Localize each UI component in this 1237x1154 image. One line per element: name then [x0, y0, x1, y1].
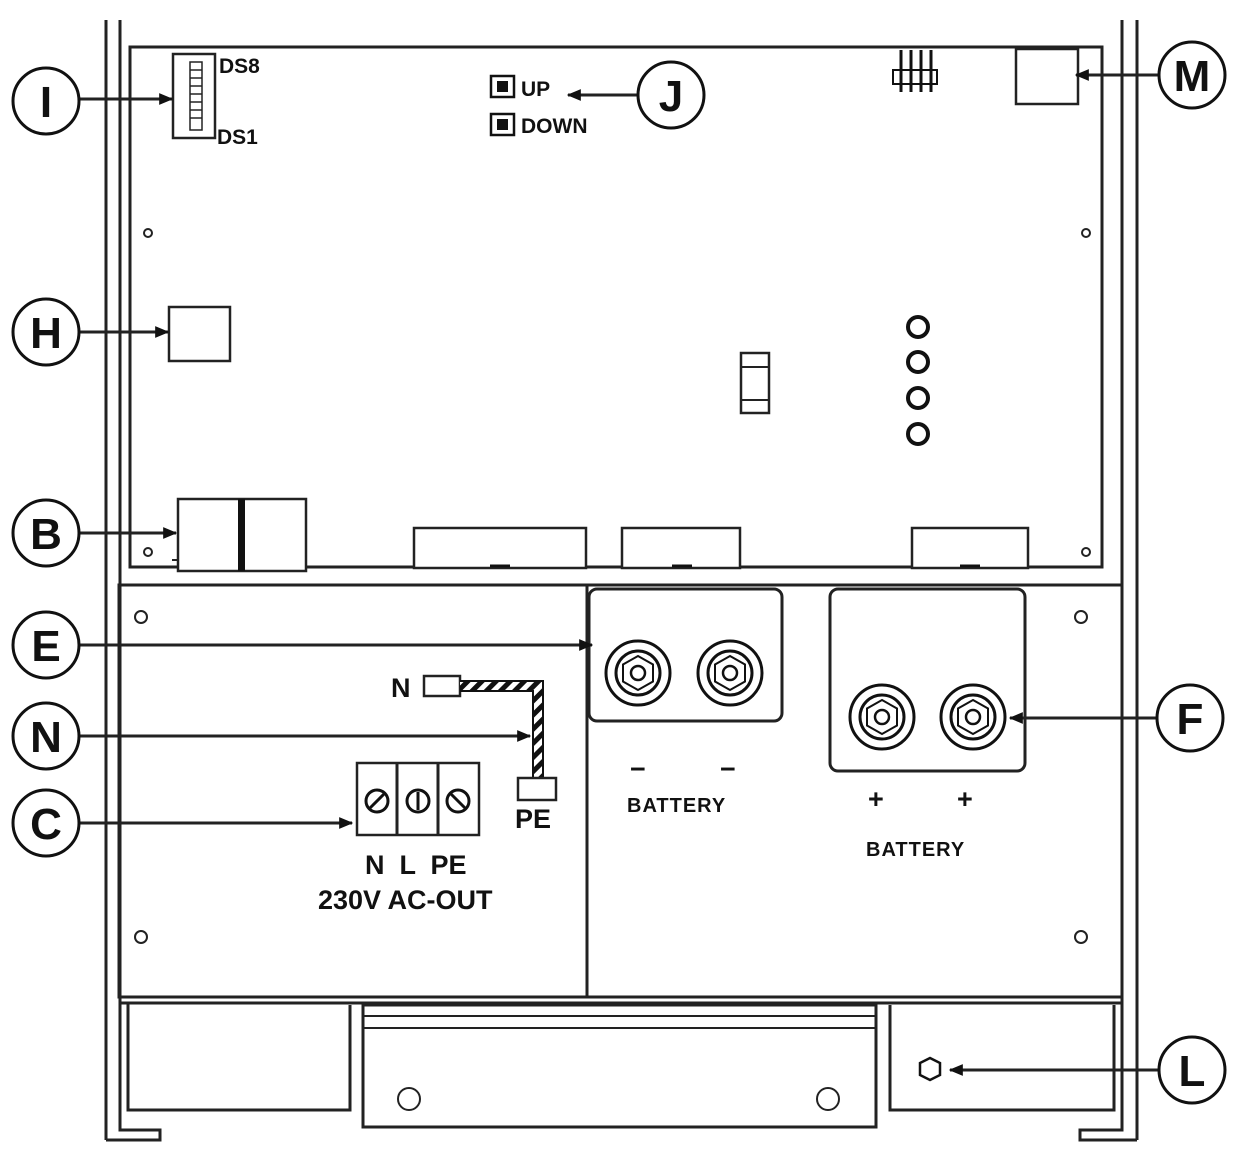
callout-n-letter: N [30, 713, 62, 762]
up-button[interactable] [489, 74, 516, 99]
callout-b: B [11, 498, 81, 568]
battery-negative-terminals [587, 587, 784, 723]
battery-negative-label: BATTERY [627, 795, 726, 817]
down-button[interactable] [489, 112, 516, 137]
ac-out-terminal-block[interactable] [355, 761, 481, 837]
board-connector-3 [910, 526, 1030, 570]
ac-out-caption: 230V AC-OUT [318, 885, 493, 915]
callout-m: M [1157, 40, 1227, 110]
callout-j: J [636, 60, 706, 130]
callout-n: N [11, 701, 81, 771]
battery-negative-sign-2: − [720, 754, 736, 784]
battery-negative-terminal-1[interactable] [604, 639, 672, 707]
header-pins [892, 50, 938, 92]
battery-positive-terminals [828, 587, 1027, 773]
callout-j-letter: J [659, 72, 683, 121]
dip-switch[interactable] [171, 52, 217, 140]
led-indicators [906, 315, 930, 446]
jumper-n-label: N [391, 673, 411, 703]
mounting-bracket [120, 1001, 1122, 1129]
battery-positive-sign-1: + [868, 784, 884, 814]
callout-e-letter: E [31, 622, 60, 671]
battery-positive-label: BATTERY [866, 839, 965, 861]
callout-e: E [11, 610, 81, 680]
terminal-panel [117, 583, 1124, 999]
down-button-label: DOWN [521, 115, 588, 138]
callout-f: F [1155, 683, 1225, 753]
callout-c: C [11, 788, 81, 858]
callout-f-letter: F [1177, 695, 1204, 744]
callout-i-letter: I [40, 78, 52, 127]
ac-out-terminal-labels: N L PE [365, 850, 467, 880]
b-connector[interactable] [172, 497, 308, 573]
dip-switch-label-ds1: DS1 [217, 126, 258, 149]
up-button-label: UP [521, 78, 550, 101]
callout-m-letter: M [1174, 52, 1211, 101]
battery-negative-terminal-2[interactable] [696, 639, 764, 707]
jumper-pe-label: PE [515, 804, 551, 834]
callout-l-letter: L [1179, 1047, 1206, 1096]
board-connector-2 [620, 526, 742, 570]
callout-i: I [11, 66, 81, 136]
battery-positive-terminal-1[interactable] [848, 683, 916, 751]
callout-l: L [1157, 1035, 1227, 1105]
callout-h-letter: H [30, 309, 62, 358]
callout-h: H [11, 297, 81, 367]
fuse [739, 351, 771, 415]
board-connector-1 [412, 526, 588, 570]
n-pe-jumper[interactable] [422, 674, 558, 802]
h-connector[interactable] [167, 305, 232, 363]
battery-positive-sign-2: + [957, 784, 973, 814]
callout-b-letter: B [30, 510, 62, 559]
l-screw[interactable] [918, 1056, 942, 1082]
battery-negative-sign-1: − [630, 754, 646, 784]
battery-positive-terminal-2[interactable] [939, 683, 1007, 751]
control-board [128, 45, 1104, 569]
enclosure [104, 20, 1139, 1142]
m-connector[interactable] [1014, 47, 1080, 106]
callout-arrows [79, 69, 1160, 1076]
dip-switch-label-ds8: DS8 [219, 55, 260, 78]
callout-c-letter: C [30, 800, 62, 849]
